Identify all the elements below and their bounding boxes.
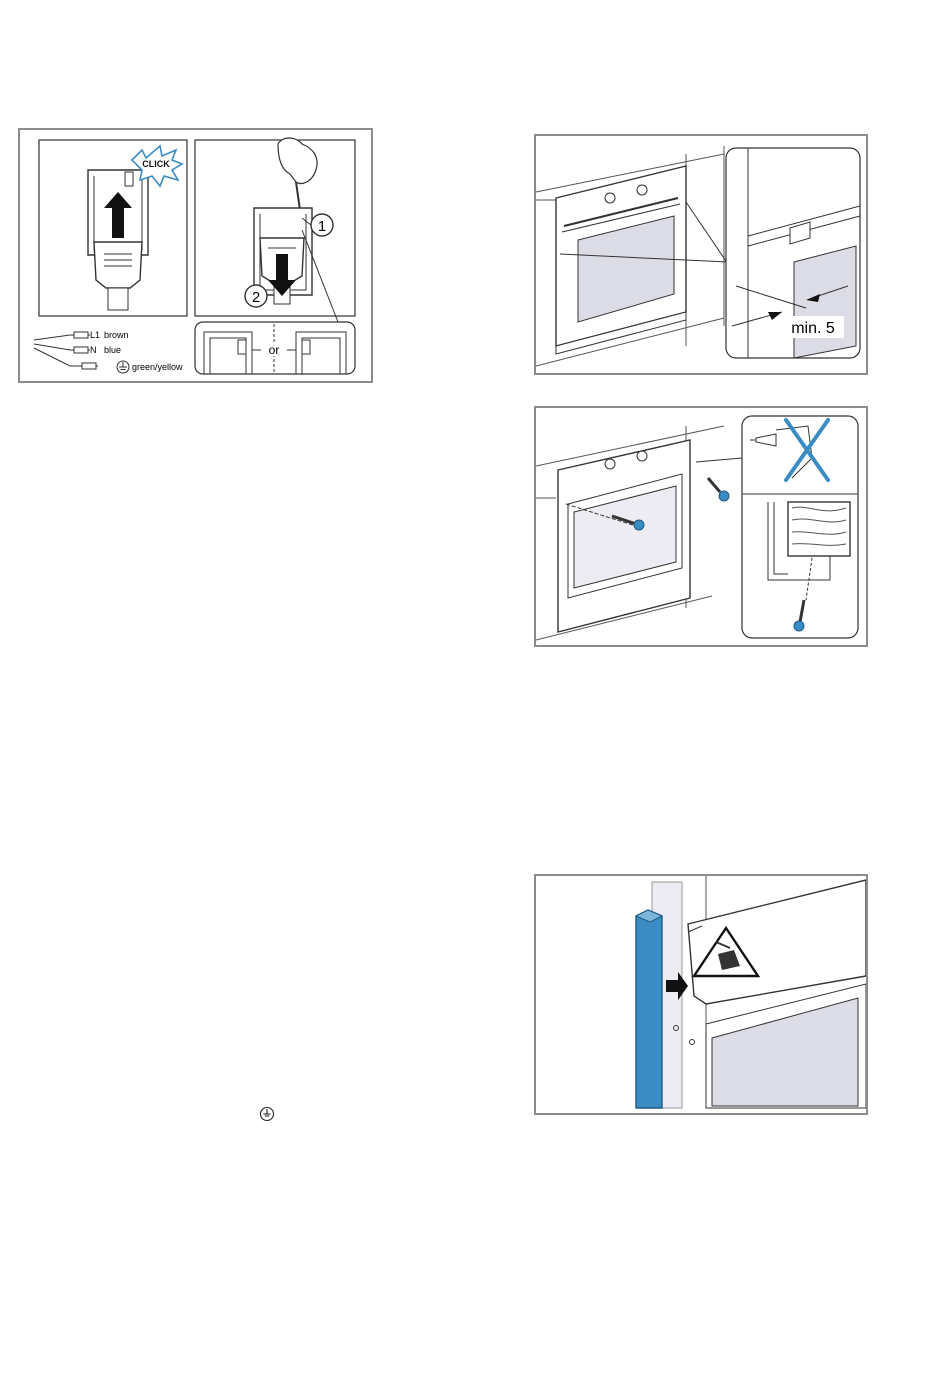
oven-knob <box>637 451 647 461</box>
figure-side-strip <box>534 874 868 1115</box>
step-1-label: 1 <box>318 218 326 235</box>
wire-l1-color: brown <box>104 330 129 340</box>
oven-knob <box>605 193 615 203</box>
min-gap-label: min. 5 <box>791 320 835 337</box>
cord-connection-illustration: CLICK 1 2 L1 brown N <box>20 130 371 381</box>
gap-check-illustration: min. 5 <box>536 136 866 373</box>
wire-l1-id: L1 <box>90 330 100 340</box>
step-2-label: 2 <box>252 289 260 306</box>
wire-n-id: N <box>90 345 97 355</box>
oven-knob <box>605 459 615 469</box>
wire-earth-color: green/yellow <box>132 362 183 372</box>
hand-icon <box>278 138 317 184</box>
oven-body <box>688 880 866 1004</box>
wire-diagram: L1 brown N blue green/yellow <box>34 330 183 373</box>
screw-icon <box>708 478 729 501</box>
oven-knob <box>637 185 647 195</box>
click-label: CLICK <box>142 159 170 169</box>
side-strip-illustration <box>536 876 866 1113</box>
figure-gap-check: min. 5 <box>534 134 868 375</box>
screw-fixing-illustration <box>536 408 866 645</box>
earth-icon <box>257 1104 277 1124</box>
figure-screw-fixing <box>534 406 868 647</box>
or-label: or <box>269 343 280 357</box>
wire-n-color: blue <box>104 345 121 355</box>
figure-cord-connection: CLICK 1 2 L1 brown N <box>18 128 373 383</box>
side-strip <box>636 910 662 1108</box>
